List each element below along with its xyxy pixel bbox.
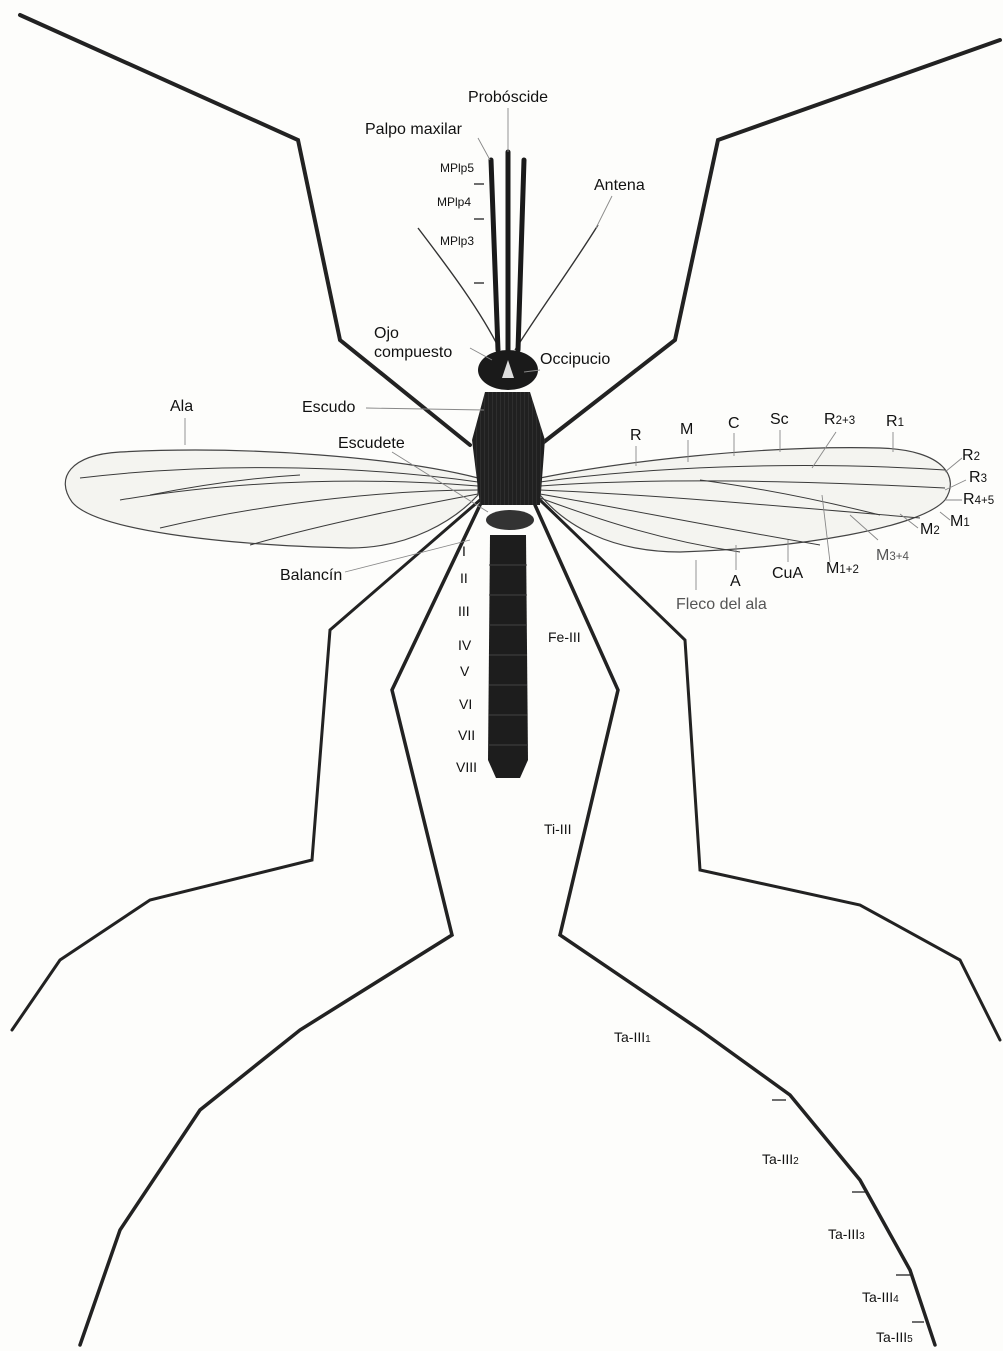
label-vein-m2: M2 [920,522,940,538]
mid-leg-right [540,500,1000,1040]
label-mplp3: MPlp3 [440,235,474,247]
label-tarsus-1: Ta-III1 [614,1030,651,1045]
label-segment-3: III [458,604,470,618]
label-vein-r23: R2+3 [824,412,855,428]
label-vein-sc: Sc [770,412,789,428]
hind-leg-right [535,505,935,1345]
label-compound-eye-2: compuesto [374,345,452,361]
label-vein-a: A [730,574,741,590]
label-mplp4: MPlp4 [437,196,471,208]
label-tarsus-2: Ta-III2 [762,1152,799,1167]
label-vein-r2: R2 [962,448,980,464]
hind-leg-left [80,505,480,1345]
thorax [472,392,545,505]
label-compound-eye-1: Ojo [374,326,399,342]
label-vein-r1: R1 [886,414,904,430]
label-vein-m34: M3+4 [876,548,909,564]
front-leg-left [20,15,470,445]
label-wing: Ala [170,399,193,415]
mouthparts [491,152,524,352]
label-vein-m12: M1+2 [826,561,859,577]
label-vein-r45: R4+5 [963,492,994,508]
label-tarsus-4: Ta-III4 [862,1290,899,1305]
label-segment-5: V [460,664,469,678]
label-vein-r3: R3 [969,470,987,486]
front-leg-right [540,40,1000,445]
label-scutum: Escudo [302,400,355,416]
label-femur: Fe-III [548,630,581,644]
abdomen [488,535,528,778]
label-segment-7: VII [458,728,475,742]
label-vein-c: C [728,416,740,432]
label-wing-fringe: Fleco del ala [676,597,767,613]
label-segment-6: VI [459,697,472,711]
wing-right [540,448,950,552]
label-vein-cua: CuA [772,566,803,582]
label-tibia: Ti-III [544,822,571,836]
label-tarsus-5: Ta-III5 [876,1330,913,1345]
label-tarsus-3: Ta-III3 [828,1227,865,1242]
label-maxillary-palp: Palpo maxilar [365,122,462,138]
label-segment-8: VIII [456,760,477,774]
label-haltere: Balancín [280,568,342,584]
label-segment-4: IV [458,638,471,652]
scutellum [486,510,534,530]
label-vein-r: R [630,428,642,444]
label-antenna: Antena [594,178,645,194]
label-vein-m1: M1 [950,514,970,530]
label-occiput: Occipucio [540,352,610,368]
label-mplp5: MPlp5 [440,162,474,174]
label-segment-2: II [460,571,468,585]
label-proboscis: Probóscide [468,90,548,106]
label-segment-1: I [462,544,466,558]
label-scutellum: Escudete [338,436,405,452]
label-vein-m: M [680,422,693,438]
